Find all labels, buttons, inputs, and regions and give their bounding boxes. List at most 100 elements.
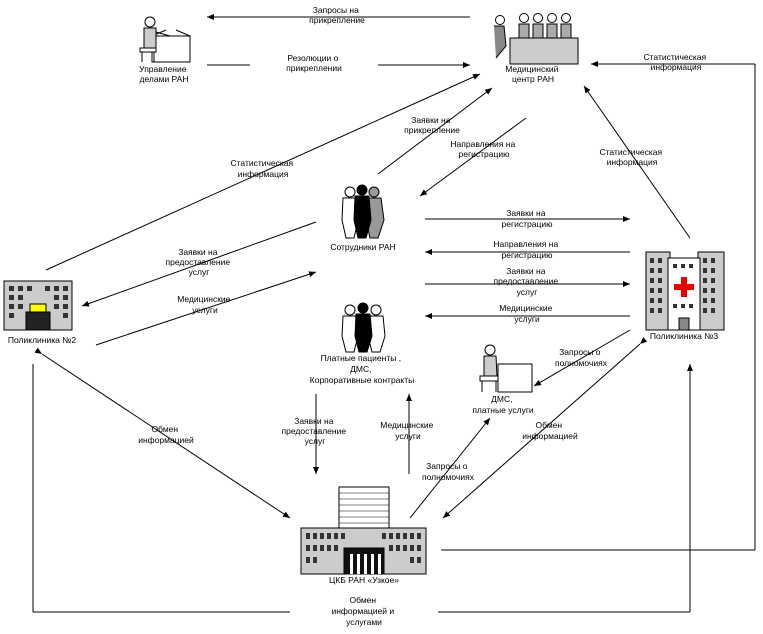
arrow-stat-left: [45, 73, 481, 271]
edge-medical-services-2-label: Медицинские услуги: [499, 303, 555, 324]
node-admin-line-1: Управление: [139, 64, 187, 74]
edge-directions-reg-1-line-2: регистрацию: [459, 149, 511, 159]
edge-resolutions-label: Резолюции о прикреплении: [286, 53, 342, 73]
edge-authority-requests-1-label: Запросы о полномочиях: [555, 347, 608, 368]
edge-stat-left-line-1: Статистическая: [230, 158, 293, 168]
node-paid-line-3: Корпоративные контракты: [310, 375, 414, 385]
edge-stat-right-line-2: информация: [651, 62, 702, 72]
edge-applications-services-2-line-2: предоставление: [494, 276, 559, 286]
arrow-stat-poly3: [583, 85, 691, 239]
node-labels: Управление делами РАН Медицинский центр …: [8, 64, 718, 585]
edge-applications-attach-line-1: Заявки на: [411, 115, 451, 125]
node-hospital-line-1: ЦКБ РАН «Узкое»: [329, 575, 399, 585]
edge-applications-reg-label: Заявки на регистрацию: [502, 208, 554, 229]
edge-applications-reg-line-1: Заявки на: [506, 208, 546, 218]
node-dms-line-2: платные услуги: [472, 405, 534, 415]
edge-medical-services-1-line-1: Медицинские: [177, 294, 230, 304]
edge-exchange-bottom-line-2: информацией и: [331, 606, 394, 616]
edge-stat-poly3-label: Статистическая информация: [599, 147, 664, 167]
edge-stat-left-line-2: информация: [238, 169, 289, 179]
connector-lines: [32, 64, 756, 613]
edge-applications-services-3-line-3: услуг: [305, 436, 326, 446]
node-medcenter-label: Медицинский центр РАН: [505, 64, 561, 84]
staff-people-icon: [341, 184, 385, 239]
patients-people-icon: [341, 302, 386, 353]
edge-medical-services-2-line-2: услуги: [514, 314, 540, 324]
edge-applications-services-3-label: Заявки на предоставление услуг: [282, 416, 349, 446]
edge-requests-attach-line-1: Запросы на: [313, 5, 359, 15]
hospital-building-icon: [300, 486, 427, 575]
edge-applications-services-2-line-3: услуг: [517, 287, 538, 297]
edge-exchange-right-line-2: информацией: [522, 431, 578, 441]
node-paid-line-1: Платные пациенты ,: [321, 353, 402, 363]
edge-medical-services-3-label: Медицинские услуги: [380, 420, 436, 441]
edge-applications-services-1-label: Заявки на предоставление услуг: [166, 247, 233, 277]
edge-resolutions-line-1: Резолюции о: [287, 53, 338, 63]
edge-applications-services-1-line-3: услуг: [189, 267, 210, 277]
medcenter-meeting-icon: [494, 13, 579, 65]
node-dms-line-1: ДМС,: [491, 394, 512, 404]
node-medcenter-line-2: центр РАН: [512, 74, 554, 84]
edge-labels: Запросы на прикрепление Резолюции о прик…: [138, 5, 708, 627]
edge-exchange-left-line-1: Обмен: [152, 424, 179, 434]
edge-requests-attach-line-2: прикрепление: [309, 15, 365, 25]
node-staff-line-1: Сотрудники РАН: [330, 242, 395, 252]
edge-applications-attach-line-2: прикрепление: [404, 125, 460, 135]
edge-exchange-bottom-line-3: услугами: [346, 617, 382, 627]
edge-applications-services-3-line-1: Заявки на: [294, 416, 334, 426]
edge-applications-services-3-line-2: предоставление: [282, 426, 347, 436]
edge-stat-right-label: Статистическая информация: [643, 52, 708, 72]
arrow-medical-services-1: [95, 271, 317, 346]
node-dms-label: ДМС, платные услуги: [472, 394, 534, 415]
arrow-applications-attach: [377, 87, 493, 175]
edge-stat-poly3-line-1: Статистическая: [599, 147, 662, 157]
arrow-exchange-left: [34, 347, 291, 519]
node-poly3-line-1: Поликлиника №3: [650, 331, 718, 341]
node-poly3-label: Поликлиника №3: [650, 331, 718, 341]
arrow-exchange-right: [442, 337, 648, 519]
poly3-building-icon: [645, 251, 725, 331]
edge-authority-requests-2-line-2: полномочиях: [422, 472, 475, 482]
edge-applications-reg-line-2: регистрацию: [502, 219, 554, 229]
edge-stat-right-line-1: Статистическая: [643, 52, 706, 62]
double-arrows: [34, 337, 648, 519]
admin-desk-icon: [139, 16, 191, 63]
arrow-applications-services-1: [81, 221, 317, 307]
edge-exchange-bottom-label: Обмен информацией и услугами: [331, 595, 396, 627]
edge-stat-left-label: Статистическая информация: [230, 158, 295, 179]
edge-authority-requests-2-label: Запросы о полномочиях: [422, 461, 475, 482]
edge-exchange-left-label: Обмен информацией: [138, 424, 194, 445]
edge-directions-reg-2-label: Направления на регистрацию: [493, 239, 560, 260]
edge-directions-reg-1-label: Направления на регистрацию: [450, 139, 517, 159]
edge-exchange-right-line-1: Обмен: [536, 420, 563, 430]
poly2-building-icon: [3, 280, 73, 331]
node-poly2-label: Поликлиника №2: [8, 335, 76, 345]
edge-exchange-left-line-2: информацией: [138, 435, 194, 445]
edge-resolutions-line-2: прикреплении: [286, 63, 342, 73]
edge-requests-attach-label: Запросы на прикрепление: [309, 5, 365, 25]
edge-applications-services-1-line-2: предоставление: [166, 257, 231, 267]
node-staff-label: Сотрудники РАН: [330, 242, 395, 252]
node-medcenter-line-1: Медицинский: [505, 64, 558, 74]
node-admin-label: Управление делами РАН: [139, 64, 189, 84]
node-paid-label: Платные пациенты , ДМС, Корпоративные ко…: [310, 353, 414, 385]
edge-applications-services-2-line-1: Заявки на: [506, 266, 546, 276]
dms-desk-icon: [479, 344, 533, 393]
edge-exchange-bottom-line-1: Обмен: [350, 595, 377, 605]
edge-applications-services-1-line-1: Заявки на: [178, 247, 218, 257]
edge-medical-services-1-label: Медицинские услуги: [177, 294, 233, 315]
edge-medical-services-3-line-2: услуги: [395, 431, 421, 441]
edge-authority-requests-1-line-2: полномочиях: [555, 358, 608, 368]
edge-medical-services-3-line-1: Медицинские: [380, 420, 433, 430]
edge-authority-requests-2-line-1: Запросы о: [426, 461, 468, 471]
edge-directions-reg-2-line-2: регистрацию: [502, 250, 554, 260]
node-hospital-label: ЦКБ РАН «Узкое»: [329, 575, 399, 585]
edge-directions-reg-1-line-1: Направления на: [450, 139, 515, 149]
edge-applications-services-2-label: Заявки на предоставление услуг: [494, 266, 561, 297]
edge-directions-reg-2-line-1: Направления на: [493, 239, 558, 249]
node-paid-line-2: ДМС,: [350, 364, 371, 374]
node-poly2-line-1: Поликлиника №2: [8, 335, 76, 345]
edge-medical-services-1-line-2: услуги: [192, 305, 218, 315]
edge-applications-attach-label: Заявки на прикрепление: [404, 115, 460, 135]
